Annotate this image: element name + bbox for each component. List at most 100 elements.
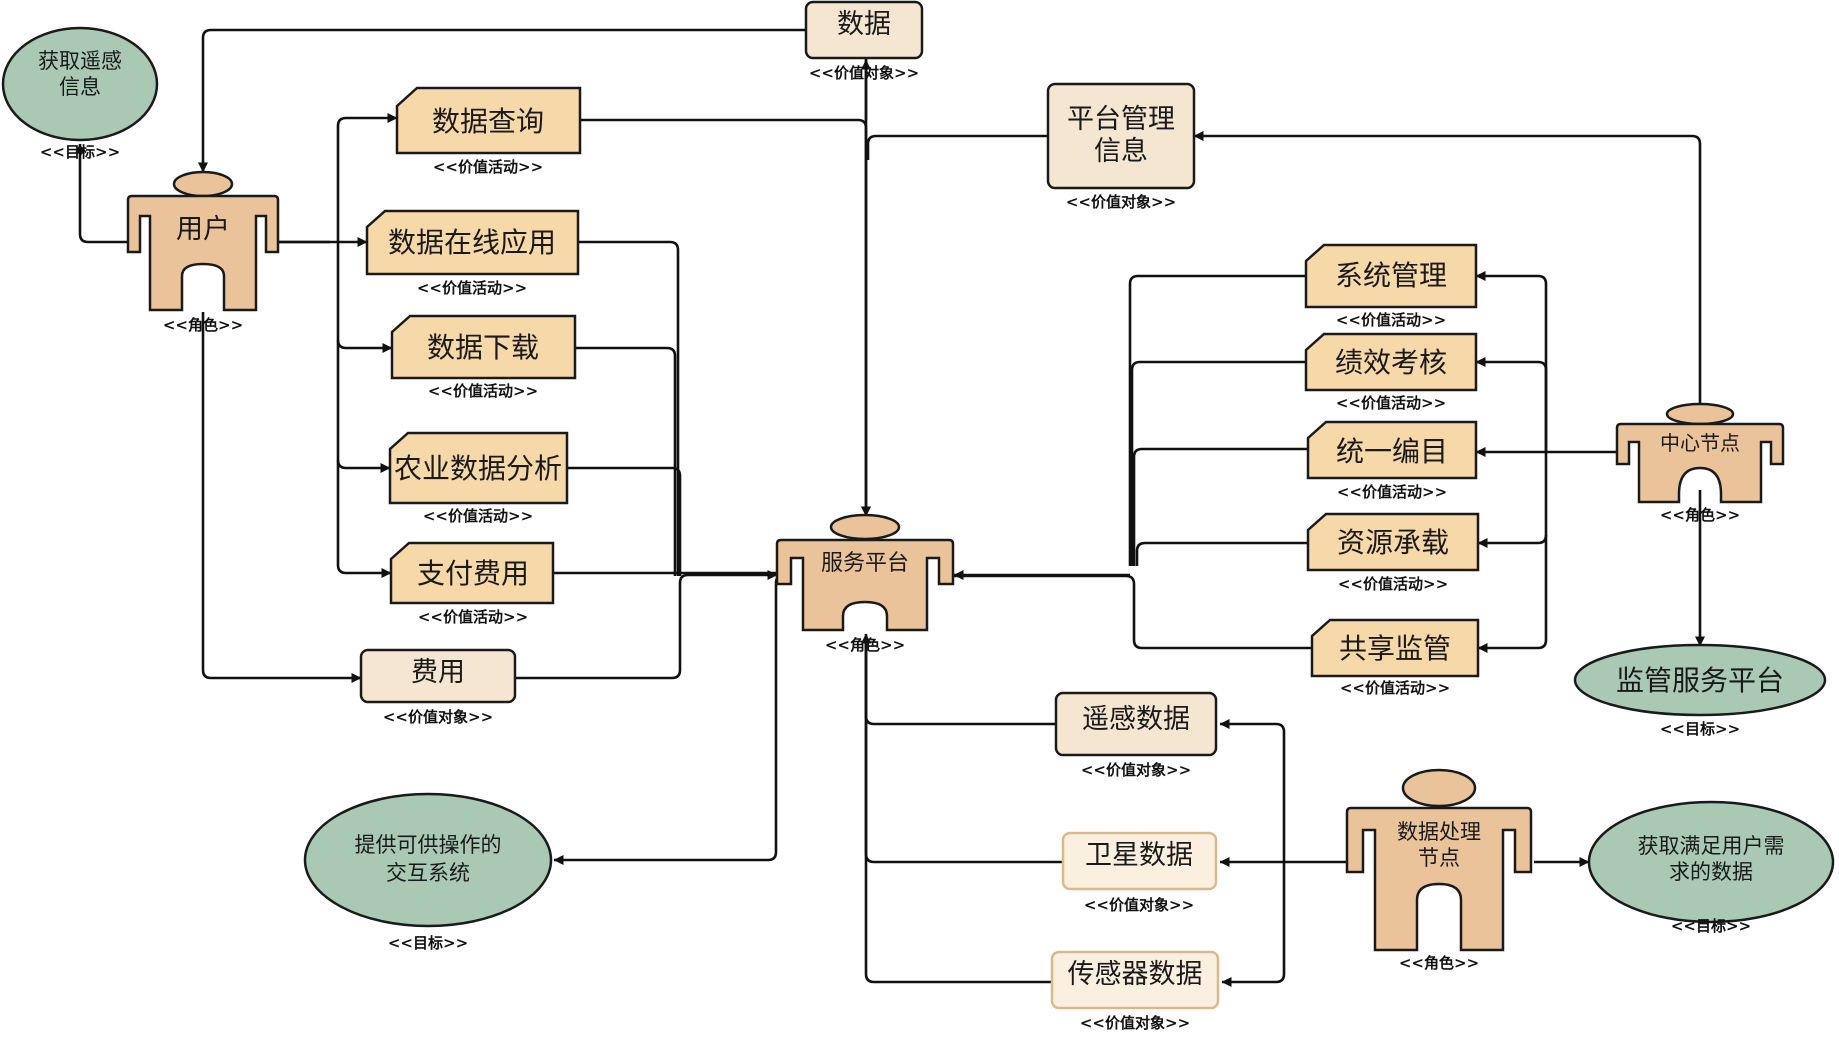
object-rs-data-label: 遥感数据 <box>1082 704 1190 735</box>
role-processing-node-line2: 节点 <box>1418 846 1460 870</box>
role-processing-node: 数据处理 节点 <<角色>> <box>1345 768 1533 972</box>
object-satellite-data-label: 卫星数据 <box>1085 840 1193 871</box>
object-data: 数据 <<价值对象>> <box>804 0 924 82</box>
activity-stereotype: <<价值活动>> <box>1337 483 1447 501</box>
edge-user-to-pay <box>336 460 392 578</box>
activity-stereotype: <<价值活动>> <box>1336 394 1446 412</box>
object-stereotype: <<价值对象>> <box>1084 896 1194 914</box>
edge-user-to-agri <box>336 340 391 473</box>
object-stereotype: <<价值对象>> <box>383 708 493 726</box>
edge-platform-to-goal-interactive <box>553 573 786 865</box>
goal-supervision-platform-label: 监管服务平台 <box>1616 664 1784 697</box>
activity-stereotype: <<价值活动>> <box>1340 679 1450 697</box>
goal-interactive-system-line2: 交互系统 <box>386 861 470 885</box>
edge-sysmgmt-to-platform <box>1128 274 1306 566</box>
goal-supervision-platform: 监管服务平台 <<目标>> <box>1573 643 1827 738</box>
edge-central-to-resource <box>1477 452 1548 548</box>
activity-resource: 资源承载 <<价值活动>> <box>1306 512 1480 593</box>
edge-catalog-to-platform <box>1132 447 1308 566</box>
edge-resource-to-platform <box>1135 541 1308 566</box>
activity-perf-eval-label: 绩效考核 <box>1335 346 1447 379</box>
activity-resource-label: 资源承载 <box>1337 526 1449 559</box>
activity-sys-mgmt: 系统管理 <<价值活动>> <box>1304 243 1478 329</box>
edge-processing-to-rs-data <box>1219 719 1286 862</box>
edge-central-to-shared <box>1477 535 1548 653</box>
edge-shared-to-platform <box>954 574 1312 650</box>
object-platform-info: 平台管理 信息 <<价值对象>> <box>1046 82 1196 211</box>
object-data-label: 数据 <box>837 9 891 40</box>
connectors <box>75 28 1705 987</box>
role-service-platform: 服务平台 <<角色>> <box>775 513 955 654</box>
activity-data-query: 数据查询 <<价值活动>> <box>395 86 582 176</box>
object-platform-info-line1: 平台管理 <box>1067 104 1175 135</box>
edge-online-to-platform <box>578 240 680 576</box>
goal-get-rs-info: 获取遥感 信息 <<目标>> <box>1 26 159 161</box>
edge-sensor-to-platform <box>861 633 1052 984</box>
object-platform-info-line2: 信息 <box>1094 136 1148 167</box>
role-user-label: 用户 <box>176 214 230 245</box>
activity-perf-eval: 绩效考核 <<价值活动>> <box>1304 332 1478 412</box>
object-stereotype: <<价值对象>> <box>809 64 919 82</box>
activity-stereotype: <<价值活动>> <box>1336 311 1446 329</box>
goal-stereotype: <<目标>> <box>1671 917 1751 935</box>
edge-data-to-user <box>198 28 806 173</box>
object-stereotype: <<价值对象>> <box>1080 1014 1190 1032</box>
role-central-node-label: 中心节点 <box>1660 431 1740 455</box>
edge-platform-info-to-platform <box>866 134 1048 160</box>
goal-user-data-line1: 获取满足用户需 <box>1638 834 1785 858</box>
goal-get-rs-info-line1: 获取遥感 <box>38 49 122 73</box>
edge-central-to-platform-info <box>1193 131 1702 408</box>
activity-stereotype: <<价值活动>> <box>417 279 527 297</box>
goal-get-rs-info-line2: 信息 <box>59 75 101 99</box>
edge-central-to-perf <box>1475 357 1548 452</box>
edge-satdata-to-platform <box>864 640 1063 864</box>
activity-pay-fee: 支付费用 <<价值活动>> <box>389 541 555 626</box>
activity-data-query-label: 数据查询 <box>432 105 544 138</box>
goal-user-data-line2: 求的数据 <box>1669 860 1753 884</box>
activity-shared-supervision: 共享监管 <<价值活动>> <box>1310 618 1480 697</box>
role-stereotype: <<角色>> <box>1399 954 1479 972</box>
role-service-platform-label: 服务平台 <box>821 551 909 576</box>
goal-stereotype: <<目标>> <box>40 143 120 161</box>
activity-agri-analysis-label: 农业数据分析 <box>394 452 562 485</box>
edge-perf-to-platform <box>1130 360 1306 566</box>
goal-stereotype: <<目标>> <box>1660 720 1740 738</box>
role-processing-node-line1: 数据处理 <box>1397 820 1481 844</box>
object-fee: 费用 <<价值对象>> <box>359 648 517 726</box>
activity-stereotype: <<价值活动>> <box>428 382 538 400</box>
edge-query-to-platform <box>580 118 871 517</box>
edge-user-to-goal-rs <box>75 143 128 244</box>
edge-download-to-platform <box>575 346 677 576</box>
activity-stereotype: <<价值活动>> <box>418 608 528 626</box>
edge-processing-to-sensor-data <box>1221 862 1286 987</box>
goal-stereotype: <<目标>> <box>388 934 468 952</box>
object-sensor-data: 传感器数据 <<价值对象>> <box>1050 950 1220 1032</box>
object-sensor-data-label: 传感器数据 <box>1068 959 1203 990</box>
role-user: 用户 <<角色>> <box>126 170 280 334</box>
goal-user-data: 获取满足用户需 求的数据 <<目标>> <box>1587 800 1835 935</box>
goal-interactive-system-line1: 提供可供操作的 <box>355 833 502 857</box>
activity-stereotype: <<价值活动>> <box>1338 575 1448 593</box>
activity-online-app: 数据在线应用 <<价值活动>> <box>365 209 580 297</box>
activity-stereotype: <<价值活动>> <box>433 158 543 176</box>
object-fee-label: 费用 <box>411 657 465 688</box>
role-stereotype: <<角色>> <box>1660 506 1740 524</box>
object-stereotype: <<价值对象>> <box>1081 761 1191 779</box>
activity-catalog-label: 统一编目 <box>1336 435 1448 468</box>
object-rs-data: 遥感数据 <<价值对象>> <box>1054 691 1218 779</box>
object-stereotype: <<价值对象>> <box>1066 193 1176 211</box>
activity-agri-analysis: 农业数据分析 <<价值活动>> <box>388 431 569 525</box>
activity-catalog: 统一编目 <<价值活动>> <box>1306 420 1478 501</box>
activity-online-app-label: 数据在线应用 <box>388 226 556 259</box>
edge-user-to-data-query <box>336 113 398 242</box>
activity-shared-supervision-label: 共享监管 <box>1339 632 1451 665</box>
edge-user-to-fee <box>201 312 362 683</box>
role-stereotype: <<角色>> <box>163 316 243 334</box>
activity-data-download-label: 数据下载 <box>427 331 539 364</box>
goal-interactive-system: 提供可供操作的 交互系统 <<目标>> <box>303 792 553 952</box>
edge-central-to-sysmgmt <box>1475 271 1548 452</box>
activity-stereotype: <<价值活动>> <box>423 507 533 525</box>
activity-pay-fee-label: 支付费用 <box>417 557 529 590</box>
edge-fee-to-platform <box>515 570 778 680</box>
